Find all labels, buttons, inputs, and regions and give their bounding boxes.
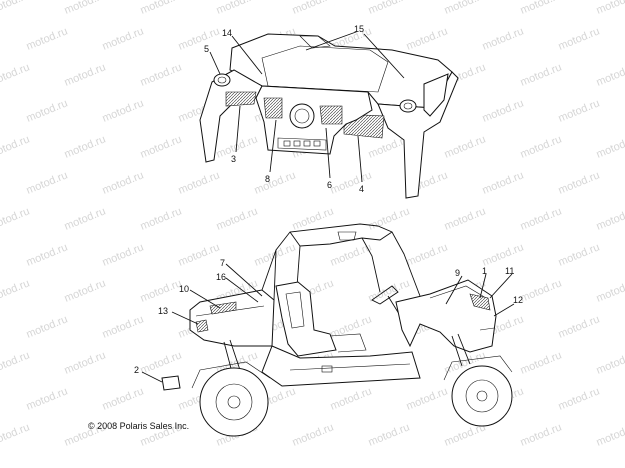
watermark-text: motod.ru: [63, 205, 108, 232]
watermark-text: motod.ru: [367, 0, 412, 17]
callout-7: 7: [220, 258, 225, 268]
watermark-text: motod.ru: [25, 97, 70, 124]
copyright-notice: © 2008 Polaris Sales Inc.: [88, 421, 190, 431]
watermark-text: motod.ru: [101, 97, 146, 124]
watermark-text: motod.ru: [0, 421, 31, 448]
callout-6: 6: [327, 180, 332, 190]
watermark-text: motod.ru: [101, 313, 146, 340]
watermark-text: motod.ru: [405, 25, 450, 52]
watermark-text: motod.ru: [329, 313, 374, 340]
watermark-text: motod.ru: [63, 277, 108, 304]
watermark-text: motod.ru: [215, 0, 260, 17]
watermark-text: motod.ru: [101, 169, 146, 196]
watermark-text: motod.ru: [519, 421, 564, 448]
watermark-text: motod.ru: [443, 205, 488, 232]
dashboard-assembly: [199, 33, 459, 199]
watermark-text: motod.ru: [0, 133, 31, 160]
watermark-text: motod.ru: [101, 385, 146, 412]
watermark-text: motod.ru: [63, 349, 108, 376]
watermark-text: motod.ru: [63, 133, 108, 160]
callout-16: 16: [216, 272, 226, 282]
watermark-text: motod.ru: [595, 61, 625, 88]
watermark-text: motod.ru: [25, 241, 70, 268]
watermark-text: motod.ru: [291, 205, 336, 232]
callout-12: 12: [513, 295, 523, 305]
watermark-text: motod.ru: [329, 169, 374, 196]
watermark-text: motod.ru: [405, 241, 450, 268]
watermark-text: motod.ru: [519, 205, 564, 232]
watermark-text: motod.ru: [139, 349, 184, 376]
watermark-text: motod.ru: [253, 169, 298, 196]
watermark-text: motod.ru: [557, 385, 602, 412]
watermark-text: motod.ru: [25, 25, 70, 52]
watermark-text: motod.ru: [291, 421, 336, 448]
watermark-text: motod.ru: [25, 169, 70, 196]
watermark-text: motod.ru: [595, 0, 625, 17]
watermark-text: motod.ru: [557, 241, 602, 268]
watermark-text: motod.ru: [63, 61, 108, 88]
callout-3: 3: [231, 154, 236, 164]
watermark-text: motod.ru: [0, 277, 31, 304]
watermark-text: motod.ru: [291, 0, 336, 17]
callout-1: 1: [482, 266, 487, 276]
watermark-text: motod.ru: [519, 349, 564, 376]
watermark-text: motod.ru: [557, 97, 602, 124]
watermark-text: motod.ru: [519, 0, 564, 17]
watermark-text: motod.ru: [215, 205, 260, 232]
watermark-text: motod.ru: [481, 97, 526, 124]
callout-4: 4: [359, 184, 364, 194]
watermark-text: motod.ru: [595, 277, 625, 304]
watermark-text: motod.ru: [139, 61, 184, 88]
watermark-text: motod.ru: [557, 25, 602, 52]
watermark-text: motod.ru: [595, 349, 625, 376]
callout-9: 9: [455, 268, 460, 278]
watermark-text: motod.ru: [481, 241, 526, 268]
callout-13: 13: [158, 306, 168, 316]
watermark-text: motod.ru: [63, 0, 108, 17]
watermark-text: motod.ru: [177, 25, 222, 52]
watermark-text: motod.ru: [177, 169, 222, 196]
vehicle-side-view: [189, 223, 513, 437]
watermark-text: motod.ru: [329, 385, 374, 412]
watermark-text: motod.ru: [481, 25, 526, 52]
watermark-text: motod.ru: [139, 133, 184, 160]
callout-5: 5: [204, 44, 209, 54]
callouts: 5 14 15 3 8 6 4 7 16 10 13 2 9 1 11 12: [134, 24, 523, 375]
watermark-text: motod.ru: [519, 277, 564, 304]
watermark-text: motod.ru: [25, 385, 70, 412]
watermark-text: motod.ru: [519, 133, 564, 160]
watermark-text: motod.ru: [443, 0, 488, 17]
watermark-text: motod.ru: [481, 169, 526, 196]
watermark-text: motod.ru: [25, 313, 70, 340]
watermark-text: motod.ru: [177, 241, 222, 268]
watermark-text: motod.ru: [557, 313, 602, 340]
watermark-text: motod.ru: [139, 277, 184, 304]
watermark-text: motod.ru: [443, 133, 488, 160]
watermark-text: motod.ru: [595, 421, 625, 448]
watermark-text: motod.ru: [519, 61, 564, 88]
watermark-text: motod.ru: [101, 241, 146, 268]
watermark-text: motod.ru: [367, 205, 412, 232]
watermark-text: motod.ru: [595, 205, 625, 232]
watermark-text: motod.ru: [139, 0, 184, 17]
watermark-text: motod.ru: [595, 133, 625, 160]
callout-11: 11: [505, 266, 514, 276]
watermark-text: motod.ru: [0, 61, 31, 88]
watermark-text: motod.ru: [0, 349, 31, 376]
callout-14: 14: [222, 28, 232, 38]
watermark-text: motod.ru: [405, 385, 450, 412]
watermark-text: motod.ru: [0, 205, 31, 232]
watermark-text: motod.ru: [367, 421, 412, 448]
callout-8: 8: [265, 174, 270, 184]
watermark-text: motod.ru: [557, 169, 602, 196]
leader-lines: [141, 31, 515, 383]
watermark-text: motod.ru: [139, 205, 184, 232]
loose-decal: [161, 375, 181, 391]
watermark-text: motod.ru: [101, 25, 146, 52]
callout-2: 2: [134, 365, 139, 375]
watermark-text: motod.ru: [0, 0, 31, 17]
callout-15: 15: [354, 24, 364, 34]
callout-10: 10: [179, 284, 189, 294]
